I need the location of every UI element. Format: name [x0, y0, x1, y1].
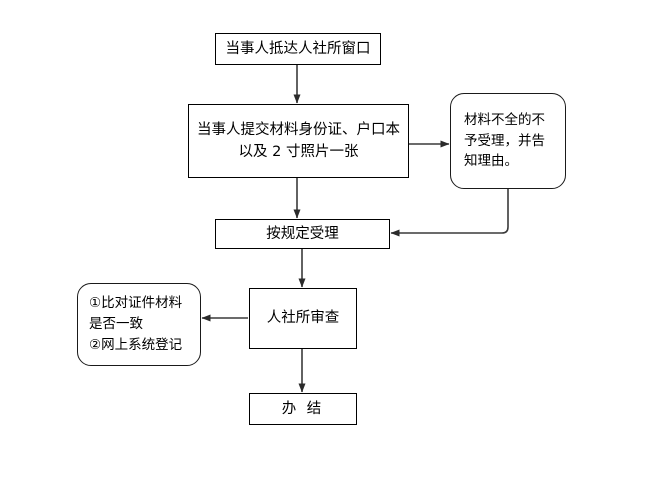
- node-submit-materials[interactable]: 当事人提交材料身份证、户口本 以及 2 寸照片一张: [188, 104, 409, 178]
- node-verification-checklist[interactable]: ①比对证件材料 是否一致 ②网上系统登记: [77, 283, 201, 366]
- node-arrive-at-window[interactable]: 当事人抵达人社所窗口: [215, 33, 381, 65]
- edge-reject-to-accept: [390, 189, 509, 237]
- node-accept-per-regulations-label: 按规定受理: [266, 225, 339, 242]
- node-office-review-label: 人社所审查: [266, 310, 340, 327]
- node-reject-incomplete-materials-label: 材料不全的不 予受理，并告 知理由。: [464, 111, 545, 170]
- node-verification-checklist-label: ①比对证件材料 是否一致 ②网上系统登记: [89, 295, 183, 353]
- node-completed[interactable]: 办 结: [249, 393, 357, 425]
- node-reject-incomplete-materials[interactable]: 材料不全的不 予受理，并告 知理由。: [450, 93, 566, 189]
- node-office-review[interactable]: 人社所审查: [249, 288, 357, 349]
- node-accept-per-regulations[interactable]: 按规定受理: [215, 219, 390, 249]
- node-submit-materials-label: 当事人提交材料身份证、户口本 以及 2 寸照片一张: [197, 121, 400, 160]
- node-arrive-at-window-label: 当事人抵达人社所窗口: [225, 40, 371, 57]
- node-completed-label: 办 结: [281, 400, 325, 417]
